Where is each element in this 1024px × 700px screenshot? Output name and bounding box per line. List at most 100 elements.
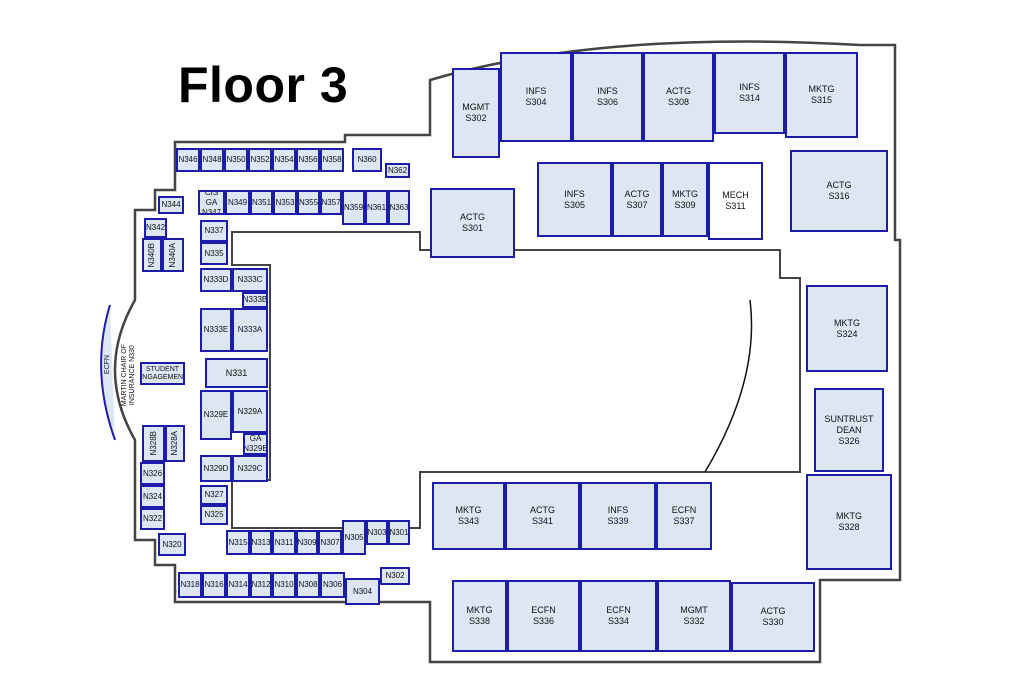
room-s307: ACTG S307 — [612, 162, 662, 237]
room-n314: N314 — [226, 572, 250, 598]
room-label: ECFN S334 — [606, 605, 631, 626]
room-label: N359 — [343, 202, 364, 212]
room-label: ECFN S337 — [671, 505, 697, 526]
room-label: MARTIN CHAIR OF INSURANCE N330 — [121, 343, 136, 407]
room-label: N320 — [162, 539, 182, 549]
room-n329d: N329D — [200, 455, 232, 482]
room-n333e: N333E — [200, 308, 232, 352]
room-n346: N346 — [176, 148, 200, 172]
room-label: ECFN S336 — [531, 605, 556, 626]
room-n329c: N329C — [232, 455, 268, 482]
room-label: MKTG S315 — [808, 84, 835, 105]
room-label: INFS S314 — [738, 82, 761, 103]
room-n359: N359 — [342, 190, 365, 225]
room-s309: MKTG S309 — [662, 162, 708, 237]
room-label: N340B — [147, 242, 156, 268]
room-n308: N308 — [296, 572, 320, 598]
room-label: N351 — [251, 197, 272, 207]
room-label: CIS GA N347 — [201, 190, 222, 215]
room-n324: N324 — [140, 485, 165, 508]
room-s339: INFS S339 — [580, 482, 656, 550]
room-label: N357 — [321, 197, 341, 207]
room-label: STUDENT ENGAGEMENT — [140, 365, 185, 381]
room-n318: N318 — [178, 572, 202, 598]
room-n331: N331 — [205, 358, 268, 388]
room-label: MGMT S302 — [462, 102, 490, 123]
room-n305: N305 — [342, 520, 366, 555]
room-n356: N356 — [296, 148, 320, 172]
room-label: N348 — [202, 155, 222, 164]
room-s304: INFS S304 — [500, 52, 572, 142]
room-n328b: N328B — [142, 425, 165, 462]
room-n312: N312 — [250, 572, 272, 598]
room-n350: N350 — [224, 148, 248, 172]
room-n329e: N329E — [200, 390, 232, 440]
room-n301: N301 — [388, 520, 410, 545]
room-s308: ACTG S308 — [643, 52, 714, 142]
room-s315: MKTG S315 — [785, 52, 858, 138]
room-label: N361 — [366, 202, 387, 212]
room-label: MECH S311 — [722, 190, 749, 211]
room-n322: N322 — [140, 508, 165, 530]
room-n358: N358 — [320, 148, 344, 172]
room-label: N333D — [203, 275, 229, 284]
room-s306: INFS S306 — [572, 52, 643, 142]
room-n353: N353 — [273, 190, 297, 215]
room-n361: N361 — [365, 190, 388, 225]
room-n347: CIS GA N347 — [198, 190, 225, 215]
room-label: N327 — [204, 490, 224, 499]
room-n351: N351 — [250, 190, 273, 215]
room-n329a: N329A — [232, 390, 268, 433]
room-label: INFS S304 — [525, 86, 547, 107]
room-s338: MKTG S338 — [452, 580, 507, 652]
room-label: N301 — [389, 527, 409, 537]
room-n360: N360 — [352, 148, 382, 172]
room-s305: INFS S305 — [537, 162, 612, 237]
room-label: ACTG S307 — [624, 188, 650, 210]
room-label: MKTG S324 — [834, 317, 860, 339]
room-n340a: N340A — [162, 238, 184, 272]
room-label: N303 — [367, 527, 387, 537]
room-n328a: N328A — [165, 425, 185, 462]
room-label: SUNTRUST DEAN S326 — [824, 413, 874, 446]
room-n329b: GA N329B — [243, 433, 268, 455]
room-n355: N355 — [297, 190, 320, 215]
room-label: N312 — [251, 580, 271, 589]
room-n352: N352 — [248, 148, 272, 172]
room-label: N302 — [385, 571, 405, 580]
room-label: ECFN — [104, 355, 111, 375]
room-s324: MKTG S324 — [806, 285, 888, 372]
room-n307: N307 — [318, 530, 342, 555]
room-label: N362 — [387, 165, 408, 175]
room-label: INFS S339 — [607, 505, 629, 526]
room-n357: N357 — [320, 190, 342, 215]
room-s314: INFS S314 — [714, 52, 785, 134]
room-n335: N335 — [200, 242, 228, 265]
room-label: N326 — [142, 468, 163, 478]
room-label: N360 — [357, 155, 377, 164]
room-n349: N349 — [225, 190, 250, 215]
room-label: N307 — [320, 537, 340, 547]
room-n302: N302 — [380, 567, 410, 585]
room-label: ACTG S330 — [760, 606, 786, 627]
room-n354: N354 — [272, 148, 296, 172]
room-s341: ACTG S341 — [505, 482, 580, 550]
room-n304: N304 — [345, 578, 380, 605]
room-label: N333A — [237, 325, 263, 334]
room-n325: N325 — [200, 505, 228, 525]
room-label: N344 — [161, 200, 181, 209]
room-label: N314 — [228, 580, 248, 589]
room-n309: N309 — [296, 530, 318, 555]
room-label: MKTG S343 — [455, 505, 482, 526]
room-n333c: N333C — [232, 268, 268, 292]
room-label: N340A — [168, 242, 177, 268]
room-label: N333B — [242, 295, 268, 304]
room-n306: N306 — [320, 572, 345, 598]
room-n310: N310 — [272, 572, 296, 598]
room-label: N355 — [298, 197, 319, 207]
room-insurance-n330: MARTIN CHAIR OF INSURANCE N330 — [118, 310, 140, 440]
room-label: ACTG S341 — [529, 505, 555, 526]
room-n326: N326 — [140, 462, 165, 485]
room-n363: N363 — [388, 190, 410, 225]
